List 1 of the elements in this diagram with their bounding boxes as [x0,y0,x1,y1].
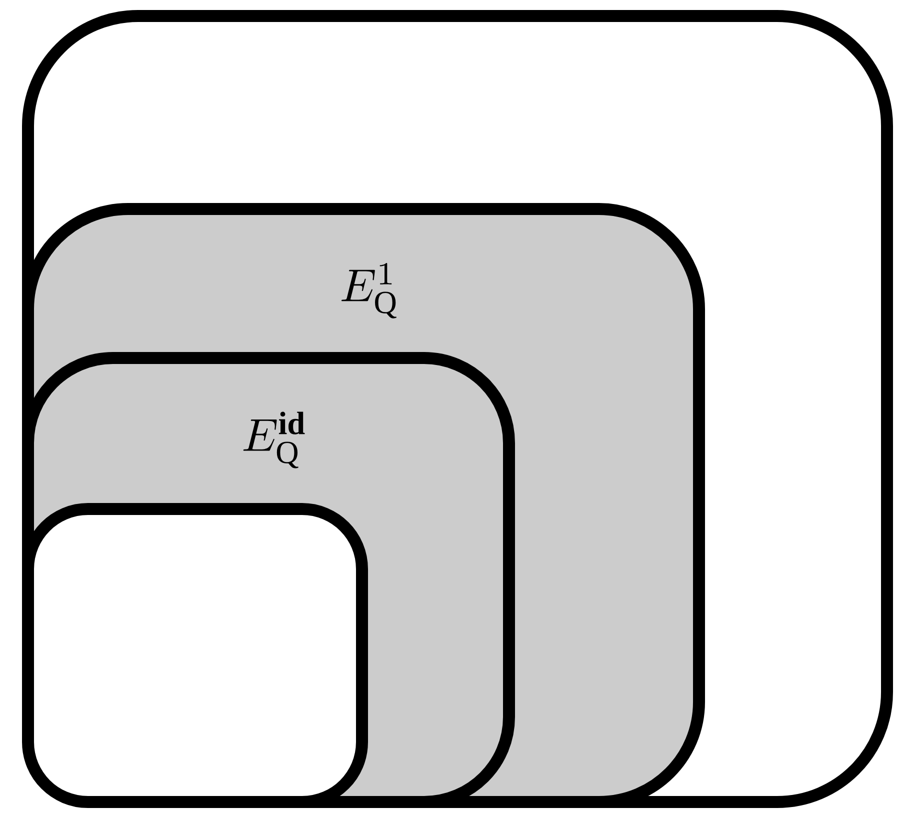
set-box [22,503,368,808]
